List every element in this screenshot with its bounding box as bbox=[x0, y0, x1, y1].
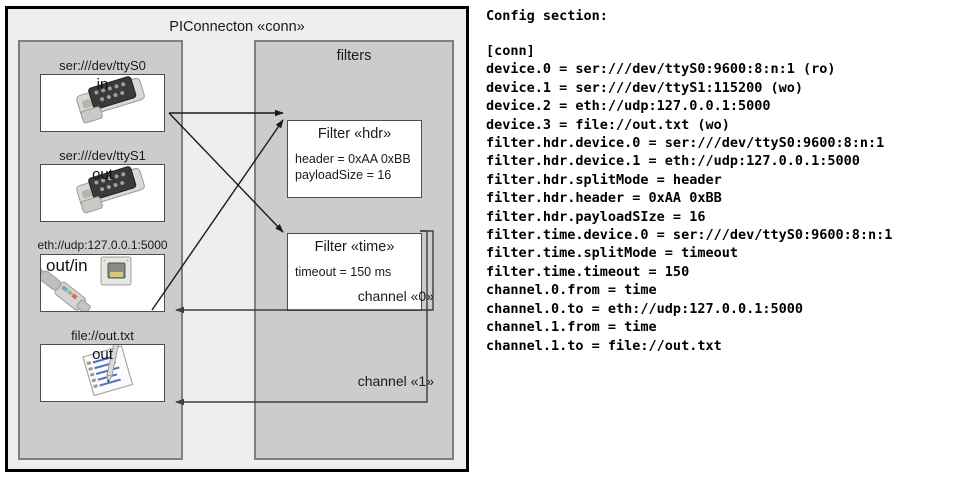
config-line: channel.1.to = file://out.txt bbox=[486, 337, 722, 354]
config-line: filter.hdr.device.0 = ser:///dev/ttyS0:9… bbox=[486, 135, 885, 152]
filter-time-title: Filter «time» bbox=[314, 239, 395, 255]
device-box-ttys1[interactable]: out bbox=[40, 164, 165, 222]
config-line: channel.1.from = time bbox=[486, 319, 657, 336]
device-group-eth: eth://udp:127.0.0.1:5000 out/in bbox=[29, 238, 176, 312]
config-line: filter.hdr.header = 0xAA 0xBB bbox=[486, 190, 722, 207]
device-label-eth: eth://udp:127.0.0.1:5000 bbox=[37, 238, 168, 252]
filters-panel: filters Filter «hdr» header = 0xAA 0xBB … bbox=[254, 40, 454, 460]
config-heading: Config section: bbox=[486, 8, 608, 24]
filter-hdr-prop-header: header = 0xAA 0xBB bbox=[295, 152, 411, 166]
serial-port-icon bbox=[41, 75, 164, 131]
config-line: filter.hdr.splitMode = header bbox=[486, 171, 722, 188]
device-io-eth: out/in bbox=[46, 256, 88, 275]
config-line: device.2 = eth://udp:127.0.0.1:5000 bbox=[486, 98, 771, 115]
device-io-ttys0: in bbox=[96, 76, 109, 93]
config-line: filter.hdr.payloadSIze = 16 bbox=[486, 208, 706, 225]
ethernet-socket-icon bbox=[41, 255, 164, 311]
device-box-eth[interactable]: out/in bbox=[40, 254, 165, 312]
device-io-file: out bbox=[92, 346, 113, 363]
device-group-ttys0: ser:///dev/ttyS0 in bbox=[29, 58, 176, 132]
device-label-file: file://out.txt bbox=[71, 328, 134, 343]
config-line: [conn] bbox=[486, 43, 535, 59]
filters-panel-title: filters bbox=[336, 48, 372, 64]
device-io-ttys1: out bbox=[92, 166, 113, 183]
filter-hdr-title: Filter «hdr» bbox=[317, 126, 392, 142]
device-box-ttys0[interactable]: in bbox=[40, 74, 165, 132]
config-line: device.3 = file://out.txt (wo) bbox=[486, 116, 730, 133]
config-line: filter.time.timeout = 150 bbox=[486, 263, 690, 280]
config-line: filter.hdr.device.1 = eth://udp:127.0.0.… bbox=[486, 153, 860, 170]
architecture-diagram: PIConnecton «conn» ser:///dev/ttyS0 in bbox=[0, 0, 480, 484]
config-line: channel.0.from = time bbox=[486, 282, 657, 299]
config-line: filter.time.splitMode = timeout bbox=[486, 245, 738, 262]
config-line: device.0 = ser:///dev/ttyS0:9600:8:n:1 (… bbox=[486, 61, 836, 78]
devices-panel: ser:///dev/ttyS0 in bbox=[18, 40, 183, 460]
filter-time-prop-timeout: timeout = 150 ms bbox=[295, 265, 392, 279]
diagram-title: PIConnecton «conn» bbox=[169, 19, 305, 35]
config-lines: [conn] device.0 = ser:///dev/ttyS0:9600:8… bbox=[486, 42, 892, 355]
config-line: channel.0.to = eth://udp:127.0.0.1:5000 bbox=[486, 300, 803, 317]
device-box-file[interactable]: out bbox=[40, 344, 165, 402]
device-label-ttys0: ser:///dev/ttyS0 bbox=[59, 58, 146, 73]
filter-hdr-prop-payloadsize: payloadSize = 16 bbox=[295, 168, 392, 182]
channel-1-label: channel «1» bbox=[357, 373, 434, 389]
channel-0-label: channel «0» bbox=[357, 288, 434, 304]
config-line: filter.time.device.0 = ser:///dev/ttyS0:… bbox=[486, 227, 893, 244]
config-section: Config section: [conn] device.0 = ser:///… bbox=[483, 0, 964, 484]
config-line: device.1 = ser:///dev/ttyS1:115200 (wo) bbox=[486, 79, 803, 96]
device-group-ttys1: ser:///dev/ttyS1 out bbox=[29, 148, 176, 222]
serial-port-icon bbox=[41, 165, 164, 221]
device-label-ttys1: ser:///dev/ttyS1 bbox=[59, 148, 146, 163]
filter-box-hdr[interactable]: Filter «hdr» header = 0xAA 0xBB payloadS… bbox=[287, 120, 422, 198]
document-pencil-icon bbox=[41, 345, 164, 401]
device-group-file: file://out.txt out bbox=[29, 328, 176, 402]
